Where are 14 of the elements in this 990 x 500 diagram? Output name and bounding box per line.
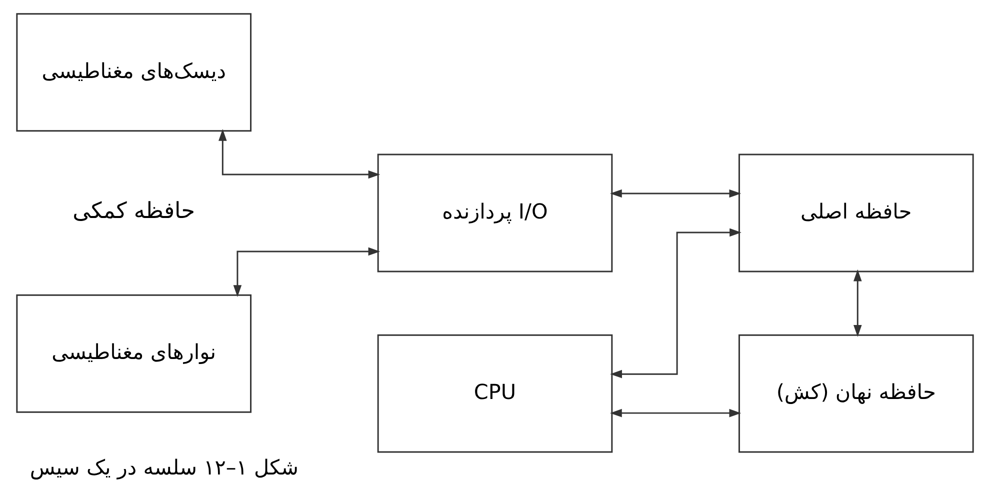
node-box: نوارهای مغناطیسی xyxy=(16,294,252,413)
node-box: دیسک‌های مغناطیسی xyxy=(16,13,252,132)
node-box: پردازنده I/O xyxy=(377,154,613,272)
arrow xyxy=(218,128,380,179)
node-box: CPU xyxy=(377,334,613,453)
node-box: حافظه اصلی xyxy=(738,154,974,272)
arrow xyxy=(610,189,742,198)
arrow xyxy=(853,269,862,337)
caption: شکل ۱–۱۲ سلسه در یک سیس xyxy=(30,456,298,480)
arrow xyxy=(610,408,742,418)
arrow xyxy=(610,228,742,378)
node-box: حافظه نهان (کش) xyxy=(738,334,974,453)
arrow xyxy=(233,247,380,298)
label: حافظه کمکی xyxy=(72,198,196,224)
